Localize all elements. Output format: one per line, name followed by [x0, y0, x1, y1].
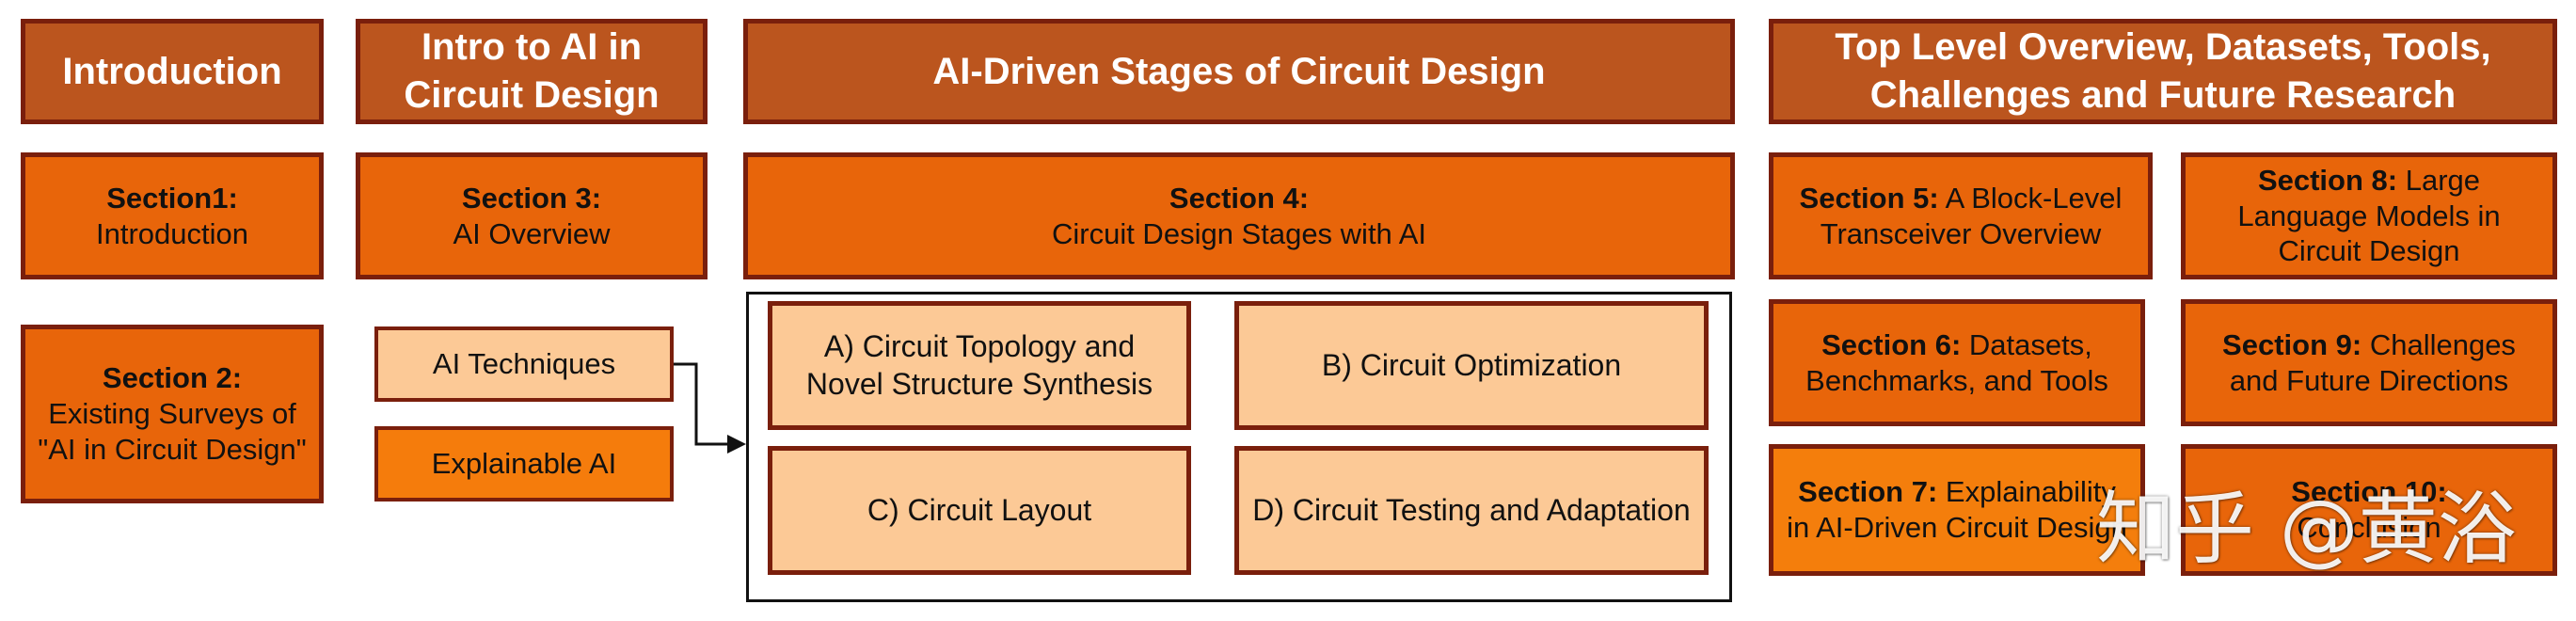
section-1-box: Section1: Introduction — [21, 152, 324, 279]
stage-a-label: A) Circuit Topology and Novel Structure … — [805, 329, 1153, 401]
ai-techniques-box: AI Techniques — [374, 326, 674, 402]
header-ai-stages: AI-Driven Stages of Circuit Design — [743, 19, 1735, 124]
section-5-title: A Block-Level Transceiver Overview — [1820, 181, 2123, 250]
section-6-title: Datasets, Benchmarks, and Tools — [1805, 327, 2108, 397]
explainable-ai-box: Explainable AI — [374, 426, 674, 502]
section-7-title: Explainability in AI-Driven Circuit Desi… — [1787, 475, 2127, 544]
header-introduction: Introduction — [21, 19, 324, 124]
section-2-box: Section 2: Existing Surveys of "AI in Ci… — [21, 325, 324, 503]
header-intro-ai-label: Intro to AI in Circuit Design — [404, 26, 660, 116]
section-3-box: Section 3: AI Overview — [356, 152, 708, 279]
section-4-number: Section 4: — [1169, 181, 1310, 215]
section-4-box: Section 4: Circuit Design Stages with AI — [743, 152, 1735, 279]
section-3-number: Section 3: — [461, 181, 602, 215]
stage-c-label: C) Circuit Layout — [867, 492, 1092, 527]
section-5-text: Section 5: A Block-Level Transceiver Ove… — [1781, 181, 2140, 252]
stages-frame — [746, 292, 1732, 602]
section-10-box: Section 10: Conclusion — [2181, 444, 2557, 576]
section-4-title: Circuit Design Stages with AI — [1051, 216, 1426, 250]
section-2-title: Existing Surveys of "AI in Circuit Desig… — [38, 397, 307, 466]
section-8-box: Section 8: Large Language Models in Circ… — [2181, 152, 2557, 279]
section-8-title: Large Language Models in Circuit Design — [2237, 163, 2501, 268]
header-ai-stages-label: AI-Driven Stages of Circuit Design — [932, 50, 1546, 92]
header-introduction-label: Introduction — [62, 50, 282, 92]
stage-b-box: B) Circuit Optimization — [1234, 301, 1709, 430]
section-10-number: Section 10: — [2291, 475, 2447, 509]
section-6-number: Section 6: — [1821, 327, 1962, 361]
section-9-title: Challenges and Future Directions — [2229, 327, 2516, 397]
section-6-box: Section 6: Datasets, Benchmarks, and Too… — [1769, 299, 2145, 426]
section-1-title: Introduction — [96, 216, 248, 250]
section-8-number: Section 8: — [2257, 163, 2398, 197]
header-intro-ai: Intro to AI in Circuit Design — [356, 19, 708, 124]
stage-d-box: D) Circuit Testing and Adaptation — [1234, 446, 1709, 575]
section-9-text: Section 9: Challenges and Future Directi… — [2195, 327, 2543, 399]
watermark: 知乎 @黄浴 — [2096, 466, 2517, 580]
section-5-box: Section 5: A Block-Level Transceiver Ove… — [1769, 152, 2153, 279]
section-2-number: Section 2: — [102, 361, 243, 395]
stage-d-label: D) Circuit Testing and Adaptation — [1252, 492, 1691, 527]
section-8-text: Section 8: Large Language Models in Circ… — [2195, 163, 2543, 269]
section-1-number: Section1: — [106, 181, 238, 215]
section-6-text: Section 6: Datasets, Benchmarks, and Too… — [1783, 327, 2131, 399]
header-overview: Top Level Overview, Datasets, Tools, Cha… — [1769, 19, 2557, 124]
section-3-title: AI Overview — [453, 216, 611, 250]
stage-b-label: B) Circuit Optimization — [1321, 347, 1622, 382]
stage-a-box: A) Circuit Topology and Novel Structure … — [768, 301, 1191, 430]
section-9-box: Section 9: Challenges and Future Directi… — [2181, 299, 2557, 426]
section-9-number: Section 9: — [2222, 327, 2362, 361]
section-10-title: Conclusion — [2297, 511, 2441, 544]
explainable-ai-label: Explainable AI — [431, 447, 617, 481]
section-5-number: Section 5: — [1799, 181, 1939, 215]
header-overview-label: Top Level Overview, Datasets, Tools, Cha… — [1835, 26, 2491, 116]
section-7-box: Section 7: Explainability in AI-Driven C… — [1769, 444, 2145, 576]
section-7-number: Section 7: — [1798, 475, 1938, 509]
ai-techniques-label: AI Techniques — [432, 347, 616, 381]
stage-c-box: C) Circuit Layout — [768, 446, 1191, 575]
section-7-text: Section 7: Explainability in AI-Driven C… — [1783, 474, 2131, 546]
watermark-text: 知乎 @黄浴 — [2096, 483, 2517, 575]
